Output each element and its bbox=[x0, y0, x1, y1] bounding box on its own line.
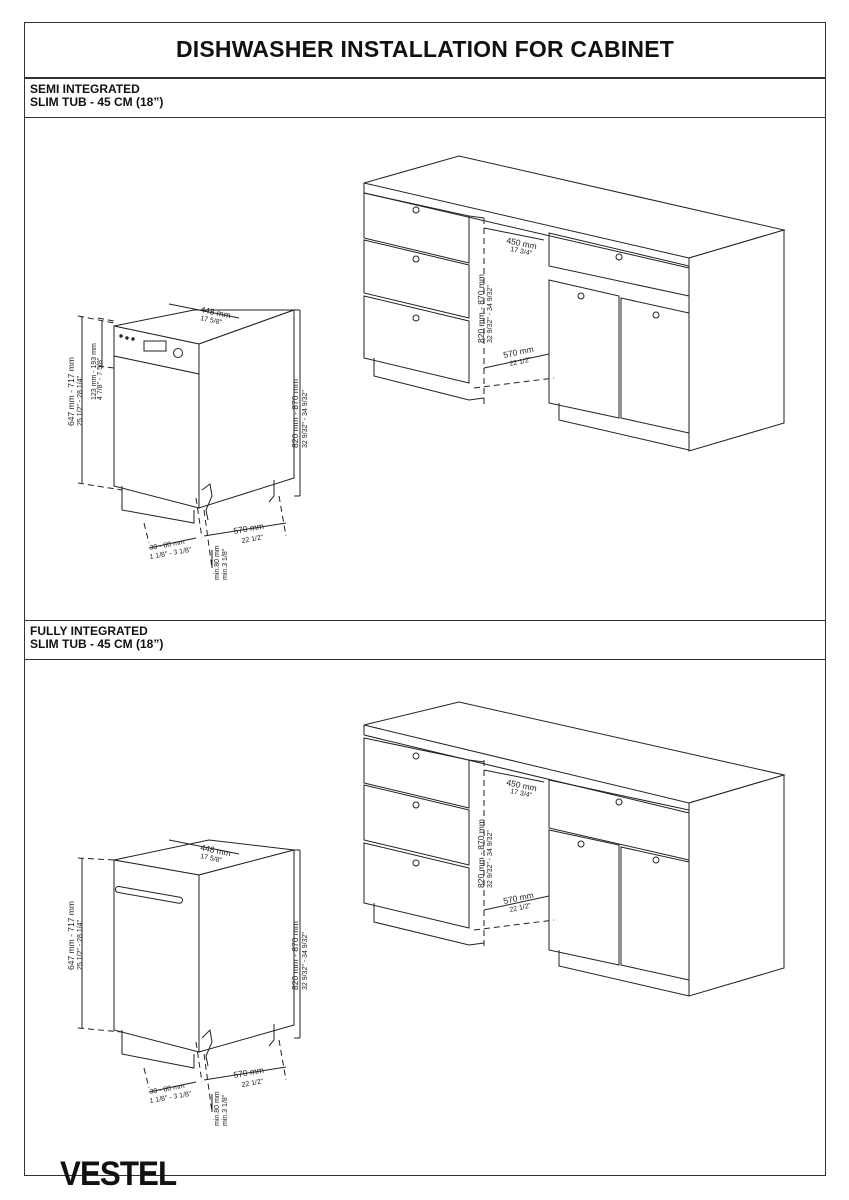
niche-width-in-label: 17 3/4" bbox=[510, 246, 533, 258]
niche-depth-in-label: 22 1/2" bbox=[509, 902, 532, 914]
dimension-guides bbox=[77, 218, 555, 569]
cabinet-height-mm-label: 820 mm - 870 mm bbox=[290, 379, 300, 448]
depth-mm-label: 570 mm bbox=[233, 1065, 265, 1080]
dimension-guides bbox=[77, 760, 555, 1113]
niche-height-mm-label: 820 mm - 870 mm bbox=[476, 274, 486, 343]
min-mm-label: min.80 mm bbox=[214, 1091, 221, 1126]
height-range-in-label: 25 1/2" - 28 1/4" bbox=[77, 375, 84, 426]
page-title: DISHWASHER INSTALLATION FOR CABINET bbox=[175, 36, 675, 62]
fully-integrated-drawing: 448 mm 17 5/8" 647 mm - 717 mm 25 1/2" -… bbox=[66, 701, 786, 1126]
dimension-labels: 448 mm 17 5/8" 647 mm - 717 mm 25 1/2" -… bbox=[66, 235, 538, 580]
footer-rule-right bbox=[202, 1175, 826, 1176]
depth-in-label: 22 1/2" bbox=[241, 534, 264, 545]
niche-height-in-label: 32 9/32" - 34 9/32" bbox=[487, 830, 494, 888]
niche-width-in-label: 17 3/4" bbox=[510, 788, 533, 800]
depth-mm-label: 570 mm bbox=[233, 521, 265, 536]
dimension-lines bbox=[81, 227, 550, 568]
panel-mm-label: 123 mm - 193 mm bbox=[91, 343, 98, 400]
cabinet-height-mm-label: 820 mm - 870 mm bbox=[290, 921, 300, 990]
height-range-mm-label: 647 mm - 717 mm bbox=[66, 357, 76, 426]
dimension-lines bbox=[81, 769, 550, 1112]
min-mm-label: min.80 mm bbox=[214, 545, 221, 580]
niche-depth-in-label: 22 1/2" bbox=[509, 356, 532, 368]
title-bar: DISHWASHER INSTALLATION FOR CABINET bbox=[24, 22, 826, 78]
cabinet-semi-integrated bbox=[363, 155, 786, 452]
brand-logo: VESTEL bbox=[60, 1155, 177, 1193]
semi-integrated-drawing: 448 mm 17 5/8" 647 mm - 717 mm 25 1/2" -… bbox=[66, 155, 786, 580]
panel-in-label: 4 7/8" - 7 5/8" bbox=[97, 357, 104, 400]
cabinet-height-in-label: 32 9/32" - 34 9/32" bbox=[302, 390, 309, 448]
section-subtitle: SLIM TUB - 45 CM (18”) bbox=[30, 95, 164, 109]
niche-height-in-label: 32 9/32" - 34 9/32" bbox=[487, 285, 494, 343]
section-header-semi-integrated: SEMI INTEGRATED SLIM TUB - 45 CM (18”) bbox=[24, 78, 826, 118]
height-range-in-label: 25 1/2" - 28 1/4" bbox=[77, 919, 84, 970]
dishwasher-fully-integrated bbox=[113, 839, 295, 1069]
depth-in-label: 22 1/2" bbox=[241, 1078, 264, 1089]
section-header-fully-integrated: FULLY INTEGRATED SLIM TUB - 45 CM (18”) bbox=[24, 620, 826, 660]
section-title: FULLY INTEGRATED bbox=[30, 624, 148, 638]
cabinet-fully-integrated bbox=[363, 701, 786, 997]
footer-rule-left bbox=[24, 1175, 58, 1176]
width-in-label: 17 5/8" bbox=[200, 853, 223, 865]
height-range-mm-label: 647 mm - 717 mm bbox=[66, 901, 76, 970]
width-in-label: 17 5/8" bbox=[200, 315, 223, 327]
cabinet-knobs bbox=[412, 752, 660, 867]
min-in-label: min.3 1/8" bbox=[222, 548, 229, 580]
niche-height-mm-label: 820 mm - 870 mm bbox=[476, 819, 486, 888]
section-subtitle: SLIM TUB - 45 CM (18”) bbox=[30, 637, 164, 651]
section-title: SEMI INTEGRATED bbox=[30, 82, 140, 96]
cabinet-height-in-label: 32 9/32" - 34 9/32" bbox=[302, 932, 309, 990]
dishwasher-semi-integrated bbox=[113, 309, 295, 524]
min-in-label: min.3 1/8" bbox=[222, 1094, 229, 1126]
cabinet-knobs bbox=[412, 206, 660, 322]
